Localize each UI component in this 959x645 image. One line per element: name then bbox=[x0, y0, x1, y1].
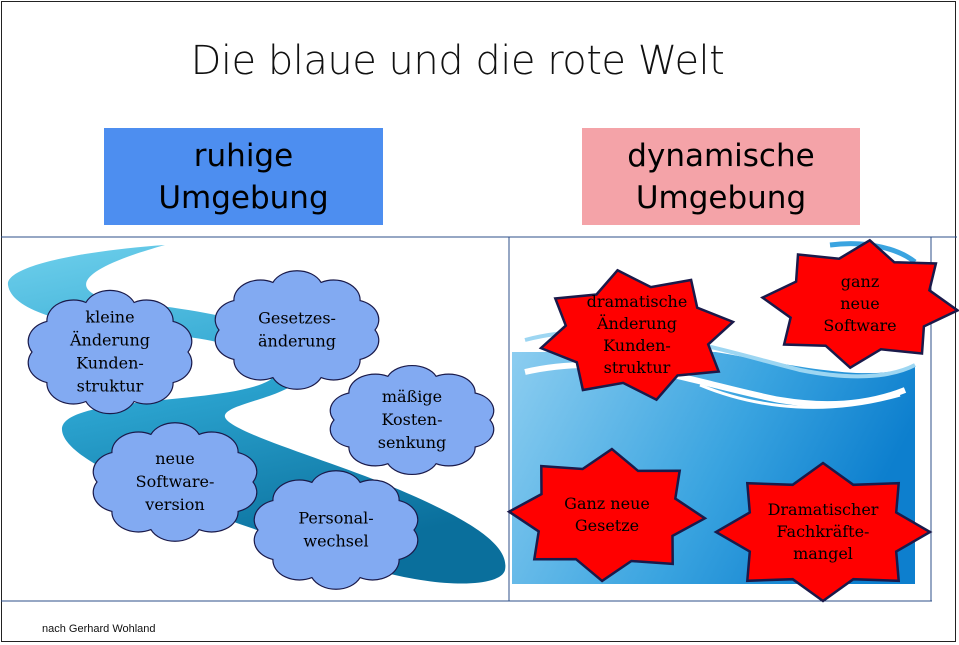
credit-text: nach Gerhard Wohland bbox=[42, 623, 156, 635]
shape-label-line: mäßige bbox=[382, 387, 442, 406]
shape-label-line: senkung bbox=[378, 433, 447, 452]
shape-label-line: Gesetzes- bbox=[258, 309, 336, 328]
shape-label-line: Software bbox=[823, 316, 896, 335]
shape-label-line: änderung bbox=[258, 332, 336, 351]
shape-label-line: neue bbox=[155, 449, 195, 468]
shape-label-line: Ganz neue bbox=[564, 494, 650, 513]
shape-label-line: neue bbox=[840, 294, 880, 313]
shape-label-line: mangel bbox=[793, 544, 853, 563]
dynamic-header-line1: dynamische bbox=[627, 137, 815, 174]
shape-label-line: Kosten- bbox=[382, 410, 443, 429]
shape-label-line: ganz bbox=[841, 272, 880, 291]
shape-label-line: Änderung bbox=[69, 330, 150, 350]
shape-label-line: dramatische bbox=[587, 292, 688, 311]
shape-label-line: wechsel bbox=[303, 532, 368, 551]
shape-label-line: struktur bbox=[604, 358, 671, 377]
shape-label-line: Gesetze bbox=[575, 516, 639, 535]
shape-label-line: version bbox=[144, 495, 204, 514]
calm-header-line2: Umgebung bbox=[158, 179, 329, 216]
cloud-shape: Gesetzes-änderung bbox=[214, 270, 380, 390]
shape-label-line: Software- bbox=[136, 472, 215, 491]
calm-header-line1: ruhige bbox=[193, 137, 294, 174]
shape-label-line: Dramatischer bbox=[768, 500, 879, 519]
shape-label-line: Kunden- bbox=[76, 354, 144, 373]
shape-label-line: Kunden- bbox=[603, 336, 671, 355]
shape-label-line: struktur bbox=[77, 377, 144, 396]
dynamic-header-line2: Umgebung bbox=[635, 179, 807, 216]
shape-label-line: Änderung bbox=[596, 313, 677, 333]
shape-label-line: Personal- bbox=[298, 509, 373, 528]
cloud-shape: Personal-wechsel bbox=[253, 470, 419, 590]
shape-label-line: Fachkräfte- bbox=[777, 522, 870, 541]
shape-label-line: kleine bbox=[85, 308, 134, 327]
slide-title: Die blaue und die rote Welt bbox=[190, 38, 725, 84]
